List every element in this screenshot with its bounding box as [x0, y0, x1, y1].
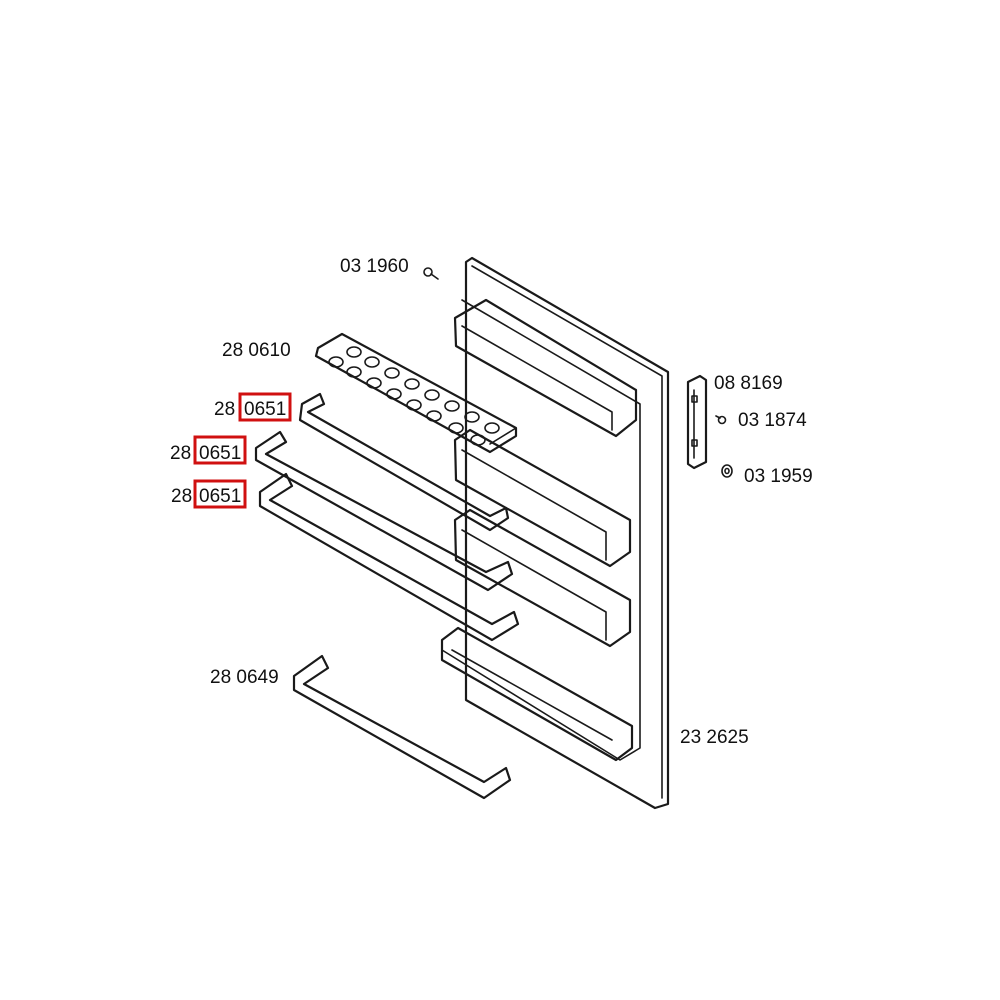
highlight-box-a	[238, 392, 292, 422]
door-shelf-bar-top	[298, 392, 510, 532]
label-shelf-c-prefix: 28	[171, 486, 192, 507]
door-shelf-bar-bottom	[258, 472, 520, 642]
egg-tray	[314, 332, 518, 454]
washer-icon	[721, 464, 733, 478]
label-shelf-a-code: 0651	[244, 399, 286, 420]
label-door: 23 2625	[680, 727, 749, 748]
bottom-shelf-bar	[292, 654, 512, 800]
highlight-box-c	[193, 479, 247, 509]
label-shelf-b-prefix: 28	[170, 443, 191, 464]
label-bottom-shelf: 28 0649	[210, 667, 279, 688]
label-screw-top: 03 1960	[340, 256, 409, 277]
door-shelf-bar-middle	[254, 430, 514, 592]
label-washer: 03 1959	[744, 466, 813, 487]
label-hinge-screw: 03 1874	[738, 410, 807, 431]
label-shelf-b-code: 0651	[199, 443, 241, 464]
label-hinge: 08 8169	[714, 373, 783, 394]
door-panel	[440, 256, 670, 810]
screw-icon-2	[715, 415, 727, 425]
label-shelf-a-prefix: 28	[214, 399, 235, 420]
highlight-box-b	[193, 435, 247, 465]
label-egg-tray: 28 0610	[222, 340, 291, 361]
label-shelf-c-code: 0651	[199, 486, 241, 507]
hinge-part	[686, 374, 708, 470]
screw-icon	[423, 267, 439, 280]
